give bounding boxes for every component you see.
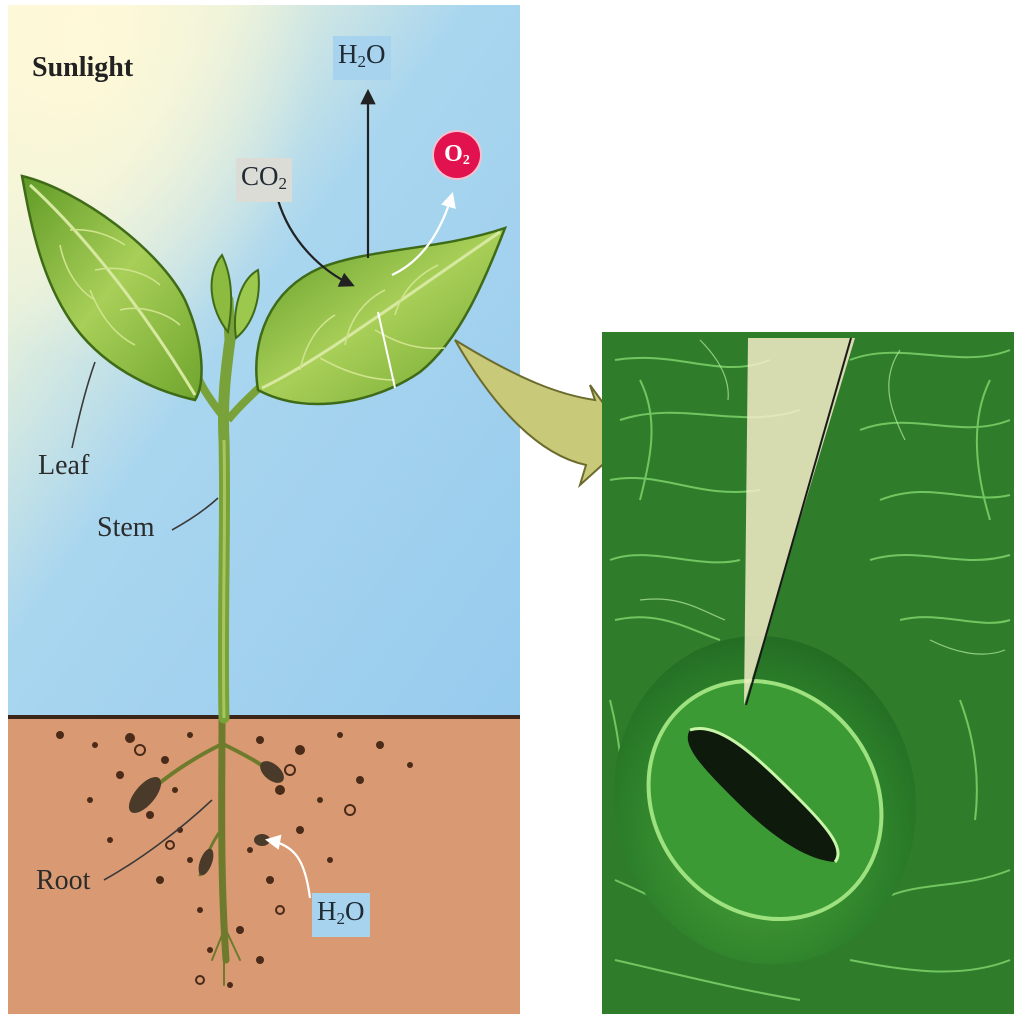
root-label: Root (36, 865, 90, 897)
stem-label: Stem (97, 512, 155, 544)
water-vapor-label: H2O (333, 36, 391, 80)
leaf-label: Leaf (38, 450, 89, 482)
root-water-label: H2O (312, 893, 370, 937)
sunlight-label: Sunlight (32, 52, 133, 84)
carbon-dioxide-label: CO2 (236, 158, 292, 202)
stomata-micrograph (577, 332, 1014, 1014)
oxygen-badge: O2 (434, 132, 480, 178)
